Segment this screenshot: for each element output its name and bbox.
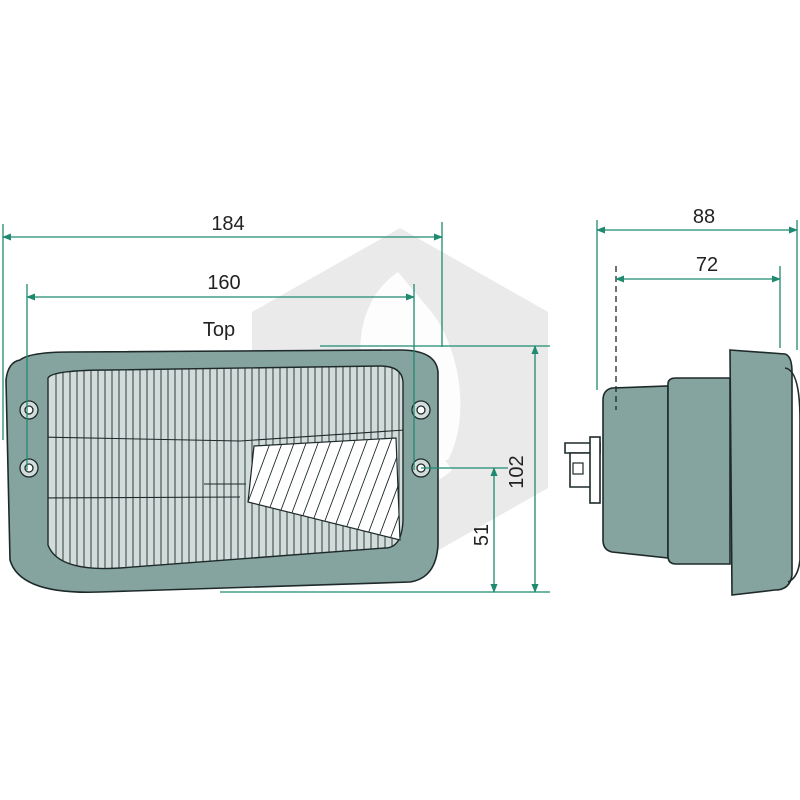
label-overall-depth: 88: [693, 206, 715, 228]
mounting-hole-top-right: [411, 400, 431, 420]
front-view: [5, 349, 439, 594]
hatch-line: [373, 438, 400, 540]
rear-housing: [602, 385, 669, 559]
mid-housing: [667, 377, 731, 565]
mounting-hole-top-left: [19, 400, 39, 420]
dimensions: [2, 220, 798, 593]
front-bezel: [729, 349, 793, 596]
label-hole-to-bottom: 51: [471, 524, 493, 546]
label-top: Top: [203, 319, 235, 341]
lens-separators: [48, 429, 403, 499]
dimension-labels: 184 160 Top 102 51 88 72: [203, 206, 718, 546]
mounting-holes: [19, 400, 431, 478]
hatch-line: [248, 438, 276, 540]
label-hole-spacing: 160: [207, 272, 240, 294]
mounting-hole-bottom-left: [19, 458, 39, 478]
side-view: [564, 349, 800, 596]
label-body-depth: 72: [696, 254, 718, 276]
hatch-line: [385, 438, 400, 540]
label-overall-height: 102: [506, 455, 528, 488]
label-overall-width: 184: [211, 213, 244, 235]
